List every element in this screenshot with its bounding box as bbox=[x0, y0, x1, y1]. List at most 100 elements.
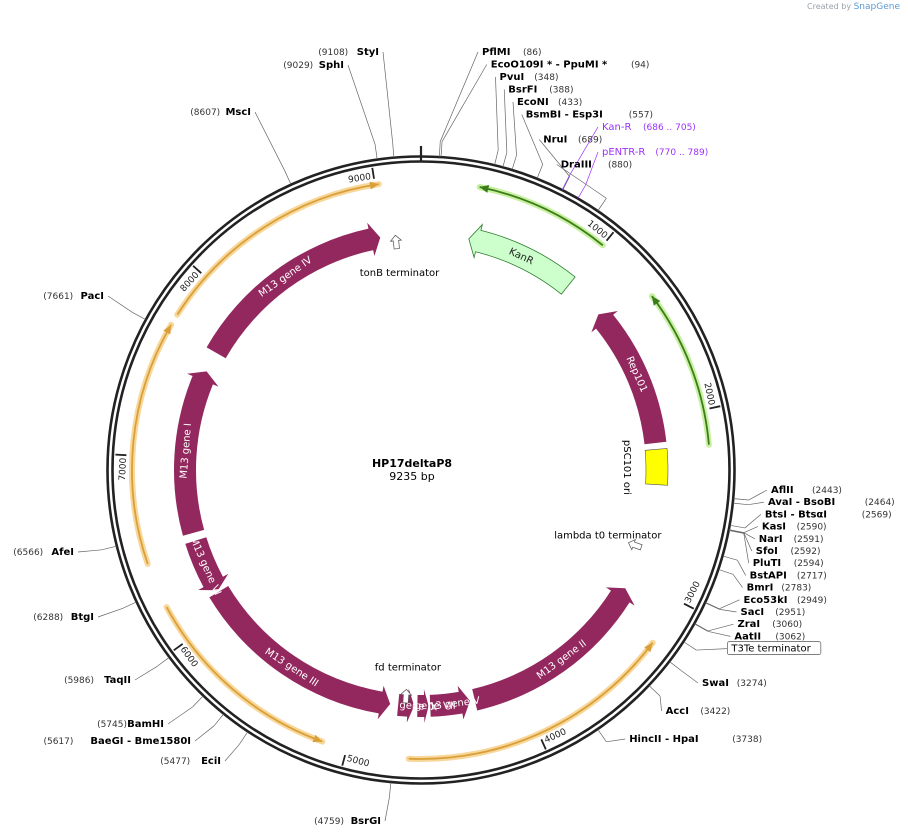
fd-terminator-label: fd terminator bbox=[375, 663, 442, 674]
site-bamhi-name: BamHI bbox=[127, 719, 164, 730]
site-btgi-name: BtgI bbox=[71, 612, 94, 623]
m13-gene-i-arrow bbox=[174, 371, 219, 536]
outer-arrows-layer bbox=[129, 181, 712, 762]
site-bsmbi-esp3i-name: BsmBI - Esp3I bbox=[526, 110, 603, 121]
site-nari-name: NarI bbox=[759, 534, 783, 545]
site-btsi-bts-i-tick bbox=[730, 524, 745, 529]
site-bsrgi-tick bbox=[389, 782, 392, 798]
site-baegi-bme1580i-position: (5617) bbox=[43, 737, 73, 747]
outer-arrowhead-1 bbox=[651, 296, 661, 306]
tick-label-7000: 7000 bbox=[118, 457, 129, 481]
site-btgi: BtgI(6288) bbox=[33, 612, 94, 623]
outer-arrowhead-2 bbox=[644, 642, 653, 653]
site-avai-bsobi: AvaI - BsoBI(2464) bbox=[768, 497, 895, 508]
site-msci-name: MscI bbox=[225, 107, 251, 118]
site-baegi-bme1580i-name: BaeGI - Bme1580I bbox=[90, 736, 191, 747]
site-bamhi-tick bbox=[192, 695, 204, 708]
site-nrui-tick bbox=[562, 176, 570, 191]
snapgene-logo: SnapGene bbox=[853, 2, 900, 12]
site-pluti-name: PluTI bbox=[753, 558, 781, 569]
site-bsrfi-position: (388) bbox=[549, 86, 573, 96]
site-draiii-name: DraIII bbox=[561, 160, 592, 171]
site-ecii-leader bbox=[224, 744, 240, 762]
site-bsrfi-leader bbox=[503, 89, 508, 153]
site-paci-leader bbox=[107, 295, 133, 313]
site-bmri-position: (2783) bbox=[781, 584, 811, 594]
site-sphi: SphI(9029) bbox=[283, 60, 344, 71]
site-bmri: BmrI (2783) bbox=[747, 583, 812, 594]
site-bstapi-leader bbox=[737, 560, 746, 576]
site-hincii-hpai-position: (3738) bbox=[732, 735, 762, 745]
site-pvui-leader bbox=[495, 76, 499, 151]
site-msci: MscI (8607) bbox=[190, 107, 251, 118]
tick-mark-8000 bbox=[192, 265, 202, 274]
site-ecoo109i-ppumi-position: (94) bbox=[631, 61, 649, 71]
snapgene-brand: Created by SnapGene bbox=[807, 2, 900, 12]
site-btgi-tick bbox=[122, 601, 137, 609]
site-aflii-position: (2443) bbox=[812, 486, 842, 496]
site-acci-tick bbox=[648, 685, 661, 697]
site-pflmi: PflMI (86) bbox=[482, 47, 541, 58]
site-baegi-bme1580i: BaeGI - Bme1580I (5617) bbox=[43, 736, 191, 747]
site-baegi-bme1580i-tick bbox=[213, 713, 224, 727]
site-bmri-name: BmrI bbox=[747, 583, 774, 594]
site-acci-position: (3422) bbox=[700, 707, 730, 717]
site-taqii-tick bbox=[156, 657, 170, 667]
site-pentr-r-name: pENTR-R bbox=[602, 147, 645, 158]
site-aatii-position: (3062) bbox=[775, 632, 805, 642]
lambda-t0-terminator-glyph bbox=[628, 538, 643, 551]
site-hincii-hpai: HincII - HpaI(3738) bbox=[629, 734, 762, 745]
site-bsmbi-esp3i-tick bbox=[536, 164, 544, 179]
site-pluti-position: (2594) bbox=[794, 559, 824, 569]
site-pluti: PluTI (2594) bbox=[753, 558, 824, 569]
site-swai-tick bbox=[669, 661, 682, 672]
site-baegi-bme1580i-leader bbox=[194, 725, 215, 742]
site-msci-leader bbox=[254, 111, 285, 171]
site-bsrgi: BsrGI(4759) bbox=[314, 816, 381, 827]
site-swai-name: SwaI bbox=[702, 678, 729, 689]
site-aflii-tick bbox=[733, 498, 749, 501]
site-kasi-leader bbox=[743, 526, 758, 533]
site-zrai-position: (3060) bbox=[772, 620, 802, 630]
site-bstapi: BstAPI(2717) bbox=[750, 570, 827, 581]
site-eco53ki-name: Eco53kI bbox=[744, 595, 788, 606]
site-pvui: PvuI(348) bbox=[500, 72, 559, 83]
site-bsmbi-esp3i: BsmBI - Esp3I(557) bbox=[526, 110, 653, 121]
site-nari-position: (2591) bbox=[794, 535, 824, 545]
psc101-ori-label: pSC101 ori bbox=[621, 440, 632, 495]
site-pflmi-name: PflMI bbox=[482, 47, 510, 58]
site-pvui-name: PvuI bbox=[500, 72, 525, 83]
outer-arrowhead-0 bbox=[479, 185, 490, 193]
site-acci-leader bbox=[659, 696, 662, 712]
site-avai-bsobi-name: AvaI - BsoBI bbox=[768, 497, 835, 508]
site-eco53ki-tick bbox=[705, 602, 720, 610]
site-aatii-tick bbox=[694, 623, 708, 632]
site-t3te-terminator-name: T3Te terminator bbox=[730, 644, 811, 655]
site-sphi-position: (9029) bbox=[283, 61, 313, 71]
site-saci-leader bbox=[719, 608, 737, 613]
site-btsi-bts-i-position: (2569) bbox=[862, 510, 892, 520]
site-nrui-leader bbox=[538, 139, 570, 177]
site-aflii: AflII(2443) bbox=[771, 485, 842, 496]
site-nari-leader bbox=[743, 532, 755, 540]
site-draiii-leader bbox=[556, 164, 607, 199]
site-btsi-bts-i: BtsI - BtsαI(2569) bbox=[765, 509, 892, 520]
site-econi-position: (433) bbox=[558, 98, 582, 108]
site-bamhi-position: (5745) bbox=[97, 720, 127, 730]
site-kasi: KasI(2590) bbox=[762, 522, 827, 533]
site-ecii: EciI(5477) bbox=[160, 756, 221, 767]
site-msci-position: (8607) bbox=[190, 108, 220, 118]
tick-mark-3000 bbox=[683, 602, 695, 610]
site-ecii-tick bbox=[239, 731, 248, 745]
site-swai-leader bbox=[681, 670, 699, 684]
site-afei-name: AfeI bbox=[51, 547, 74, 558]
outer-arrow-2 bbox=[408, 642, 654, 760]
site-bsrgi-name: BsrGI bbox=[351, 816, 381, 827]
m13-gene-v-arrow bbox=[429, 685, 471, 720]
site-ecii-position: (5477) bbox=[160, 757, 190, 767]
site-pflmi-position: (86) bbox=[523, 48, 541, 58]
site-nrui-name: NruI bbox=[543, 135, 567, 146]
site-swai: SwaI(3274) bbox=[702, 678, 767, 689]
outer-arrow-0 bbox=[479, 186, 604, 246]
rep101-arrow bbox=[591, 311, 667, 445]
